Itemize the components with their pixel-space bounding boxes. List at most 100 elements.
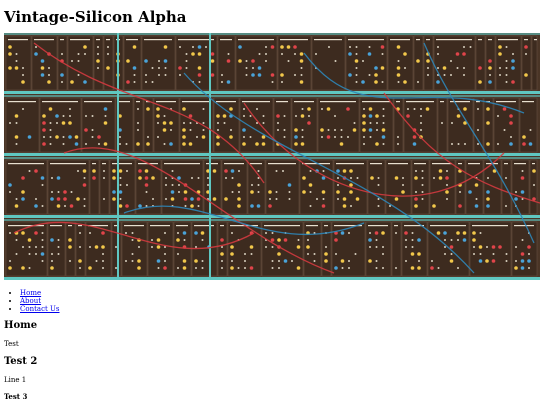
knob — [146, 107, 150, 111]
section-heading-test-3: Test 3 — [4, 392, 28, 401]
knob — [47, 80, 51, 84]
module-panel — [385, 159, 412, 215]
knob — [296, 245, 301, 249]
knob — [339, 142, 344, 146]
knob — [92, 176, 96, 180]
knob — [119, 198, 122, 200]
knob — [196, 197, 201, 201]
knob — [261, 135, 266, 139]
knob — [444, 253, 446, 255]
knob — [144, 169, 149, 173]
knob — [156, 259, 161, 263]
knob — [163, 45, 168, 49]
knob — [41, 239, 44, 241]
module-panel — [47, 159, 90, 215]
knob — [367, 52, 372, 56]
knob — [321, 204, 326, 208]
knob — [271, 232, 274, 234]
knob — [277, 122, 279, 124]
knob — [22, 108, 24, 110]
nav-link-about[interactable]: About — [20, 297, 42, 305]
knob — [77, 74, 80, 76]
knob — [355, 197, 360, 201]
knob — [369, 232, 371, 234]
module-panel — [483, 97, 494, 153]
knob — [50, 238, 54, 242]
knob — [341, 267, 344, 269]
knob — [456, 114, 461, 118]
knob — [307, 121, 311, 125]
knob — [397, 81, 400, 83]
knob — [488, 59, 492, 63]
module-label — [268, 163, 296, 165]
module-label — [362, 101, 390, 103]
knob — [402, 184, 404, 186]
knob — [449, 245, 454, 249]
knob — [334, 238, 338, 242]
module-label — [124, 225, 144, 227]
knob — [62, 136, 65, 138]
knob — [171, 184, 174, 186]
knob — [326, 135, 331, 139]
module-label — [458, 163, 462, 165]
knob — [21, 190, 25, 194]
knob — [499, 67, 501, 69]
knob — [151, 67, 154, 69]
knob — [377, 205, 380, 207]
knob — [491, 259, 496, 263]
nav-link-contact[interactable]: Contact Us — [20, 305, 60, 313]
knob — [194, 231, 198, 235]
knob — [237, 204, 241, 208]
knob — [528, 142, 533, 146]
knob — [185, 67, 188, 69]
knob — [164, 253, 166, 255]
nav-link-home[interactable]: Home — [20, 289, 42, 297]
knob — [61, 53, 63, 55]
knob — [427, 74, 429, 76]
knob — [27, 238, 32, 242]
knob — [283, 238, 288, 242]
knob — [416, 59, 420, 63]
knob — [362, 60, 364, 62]
module-panel — [203, 159, 222, 215]
knob — [397, 143, 399, 145]
knob — [509, 121, 513, 125]
module-panel — [227, 221, 262, 277]
knob — [221, 267, 223, 269]
knob — [245, 67, 248, 69]
knob — [437, 46, 439, 48]
knob — [56, 176, 61, 180]
knob — [505, 205, 507, 207]
knob — [346, 107, 350, 111]
knob — [257, 170, 260, 172]
knob — [178, 191, 180, 193]
knob — [35, 46, 37, 48]
knob — [382, 143, 385, 145]
knob — [237, 197, 241, 201]
knob — [35, 253, 37, 255]
knob — [463, 67, 465, 69]
module-label — [334, 225, 362, 227]
knob — [283, 259, 288, 263]
knob — [21, 197, 25, 201]
knob — [363, 108, 365, 110]
knob — [103, 198, 105, 200]
knob — [473, 253, 475, 255]
knob — [212, 169, 217, 173]
knob — [104, 115, 107, 117]
knob — [102, 253, 104, 255]
knob — [221, 81, 223, 83]
knob — [324, 252, 328, 256]
knob — [8, 52, 12, 56]
knob — [201, 135, 206, 139]
knob — [118, 204, 123, 208]
knob — [21, 176, 25, 180]
knob — [492, 253, 495, 255]
knob — [137, 129, 139, 131]
knob — [299, 80, 304, 84]
knob — [281, 53, 283, 55]
knob — [89, 232, 91, 234]
knob — [322, 198, 325, 200]
knob — [275, 198, 278, 200]
knob — [283, 115, 286, 117]
